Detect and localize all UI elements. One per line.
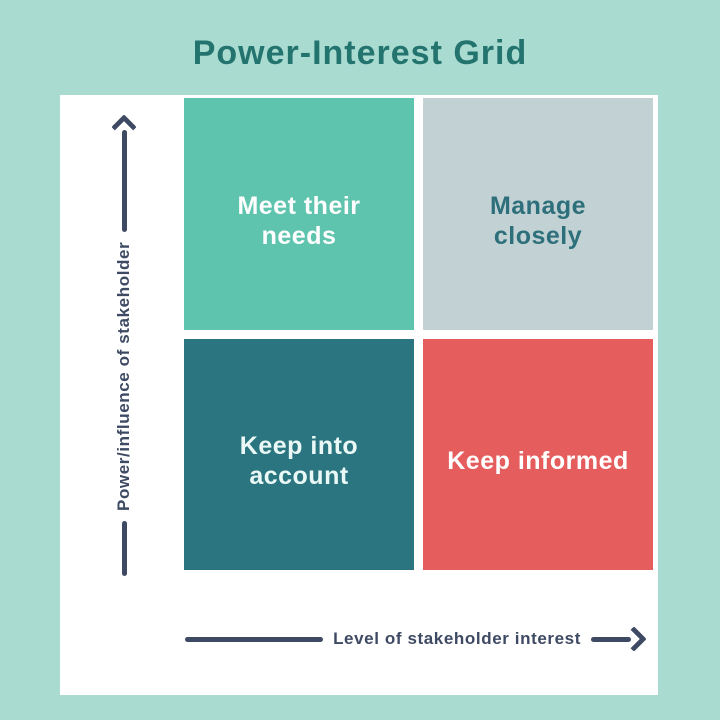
arrow-up-icon — [111, 114, 137, 140]
quadrant-label-line: account — [249, 462, 349, 491]
y-axis: Power/influence of stakeholder — [109, 114, 139, 576]
quadrant-label-line: Keep into — [239, 432, 359, 461]
quadrant-label: Meet their needs — [237, 191, 360, 251]
quadrant-label-line: Manage — [489, 191, 587, 220]
axis-line — [591, 636, 631, 642]
quadrant-label: Manage closely — [490, 191, 586, 251]
quadrant-label: Keep informed — [447, 446, 629, 476]
y-axis-label: Power/influence of stakeholder — [114, 241, 133, 511]
quadrant-label-line: closely — [493, 221, 583, 250]
arrow-right-icon — [621, 626, 647, 652]
quadrant-grid: Meet their needs Manage closely Keep int… — [184, 98, 653, 570]
page-title: Power-Interest Grid — [192, 34, 528, 72]
axis-line — [185, 636, 324, 642]
x-axis-label: Level of stakeholder interest — [333, 629, 581, 648]
quadrant-meet-their-needs: Meet their needs — [184, 98, 414, 330]
quadrant-label-line: Meet their — [237, 191, 361, 220]
diagram-card: Meet their needs Manage closely Keep int… — [60, 95, 658, 695]
axis-line — [121, 130, 127, 232]
quadrant-keep-into-account: Keep into account — [184, 338, 414, 570]
x-axis: Level of stakeholder interest — [185, 624, 647, 654]
quadrant-keep-informed: Keep informed — [423, 338, 653, 570]
axis-line — [121, 521, 127, 576]
quadrant-label-line: Keep informed — [447, 447, 629, 476]
quadrant-label: Keep into account — [240, 431, 358, 491]
quadrant-manage-closely: Manage closely — [423, 98, 653, 330]
quadrant-label-line: needs — [261, 221, 337, 250]
